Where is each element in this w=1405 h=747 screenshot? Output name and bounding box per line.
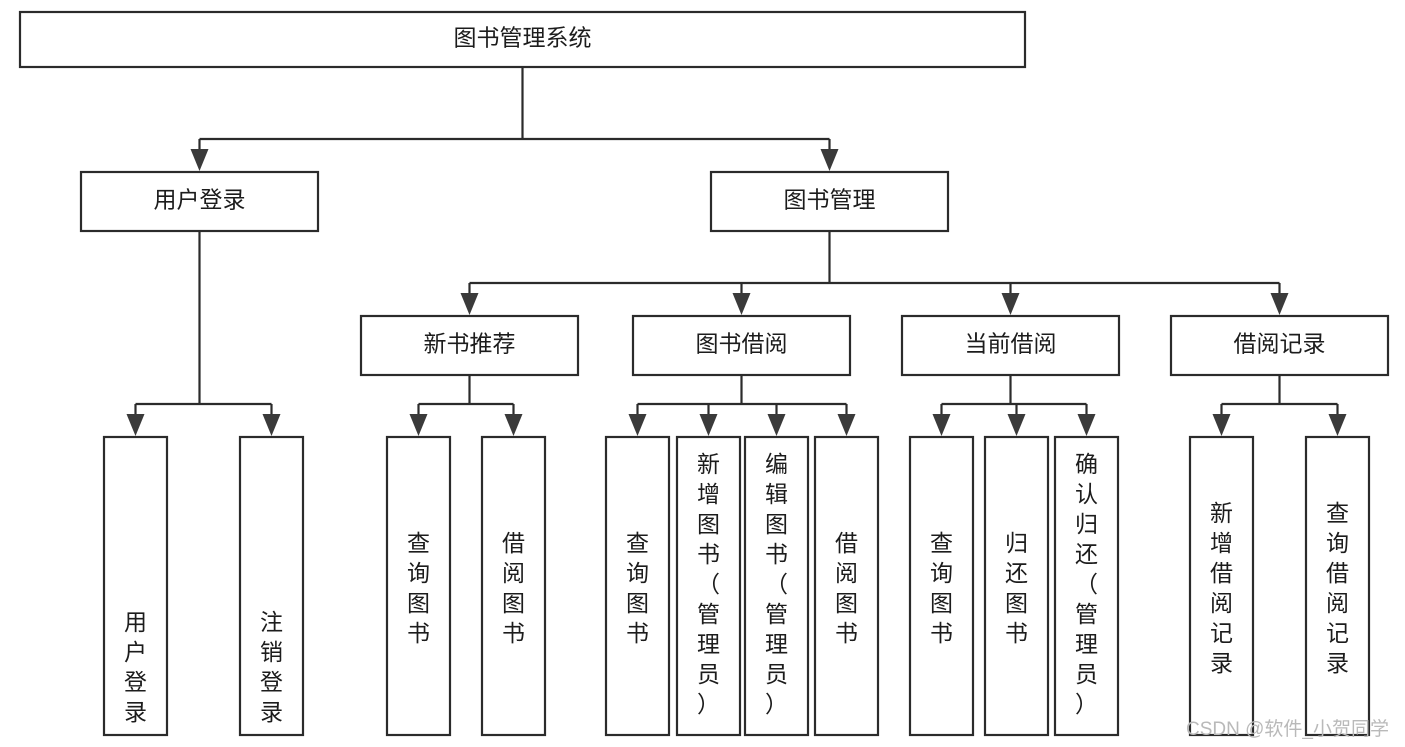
node-root[interactable]: 图书管理系统 xyxy=(18,10,1027,69)
node-label-leaf-borrow-book-recommend: 借阅图书 xyxy=(502,530,525,646)
node-label-leaf-borrow-book: 借阅图书 xyxy=(835,530,858,646)
node-box-user-login xyxy=(79,170,320,233)
node-book-borrow[interactable]: 图书借阅 xyxy=(631,314,852,377)
node-label-book-borrow: 图书借阅 xyxy=(696,331,788,357)
node-box-leaf-confirm-return-admin xyxy=(1053,435,1120,737)
node-box-leaf-borrow-book xyxy=(813,435,880,737)
node-box-leaf-edit-book-admin xyxy=(743,435,810,737)
node-label-leaf-add-book-admin: 新增图书（管理员） xyxy=(697,451,720,717)
node-box-leaf-logout-login xyxy=(238,435,305,737)
node-label-root: 图书管理系统 xyxy=(454,25,592,51)
node-leaf-query-borrow-record[interactable]: 查询借阅记录 xyxy=(1304,435,1371,737)
node-layer: 图书管理系统用户登录图书管理新书推荐图书借阅当前借阅借阅记录用户登录注销登录查询… xyxy=(18,10,1390,737)
node-new-book-recommend[interactable]: 新书推荐 xyxy=(359,314,580,377)
node-label-leaf-edit-book-admin: 编辑图书（管理员） xyxy=(765,451,788,717)
node-leaf-edit-book-admin[interactable]: 编辑图书（管理员） xyxy=(743,435,810,737)
node-box-book-management xyxy=(709,170,950,233)
node-borrow-record[interactable]: 借阅记录 xyxy=(1169,314,1390,377)
node-leaf-add-borrow-record[interactable]: 新增借阅记录 xyxy=(1188,435,1255,737)
node-box-leaf-add-borrow-record xyxy=(1188,435,1255,737)
node-leaf-confirm-return-admin[interactable]: 确认归还（管理员） xyxy=(1053,435,1120,737)
node-leaf-borrow-book-recommend[interactable]: 借阅图书 xyxy=(480,435,547,737)
node-label-leaf-confirm-return-admin: 确认归还（管理员） xyxy=(1075,451,1098,717)
node-box-leaf-query-book-borrow xyxy=(604,435,671,737)
node-leaf-borrow-book[interactable]: 借阅图书 xyxy=(813,435,880,737)
node-leaf-query-book-recommend[interactable]: 查询图书 xyxy=(385,435,452,737)
node-box-root xyxy=(18,10,1027,69)
node-label-borrow-record: 借阅记录 xyxy=(1234,331,1326,357)
node-box-leaf-return-book xyxy=(983,435,1050,737)
node-box-new-book-recommend xyxy=(359,314,580,377)
node-label-leaf-query-book-current: 查询图书 xyxy=(930,530,953,646)
node-box-leaf-borrow-book-recommend xyxy=(480,435,547,737)
node-label-leaf-user-login: 用户登录 xyxy=(124,609,147,725)
node-leaf-user-login[interactable]: 用户登录 xyxy=(102,435,169,737)
node-label-leaf-query-book-recommend: 查询图书 xyxy=(407,530,430,646)
node-box-leaf-query-book-recommend xyxy=(385,435,452,737)
node-leaf-logout-login[interactable]: 注销登录 xyxy=(238,435,305,737)
node-leaf-query-book-borrow[interactable]: 查询图书 xyxy=(604,435,671,737)
node-leaf-return-book[interactable]: 归还图书 xyxy=(983,435,1050,737)
node-label-leaf-return-book: 归还图书 xyxy=(1005,530,1028,646)
node-box-borrow-record xyxy=(1169,314,1390,377)
node-label-leaf-add-borrow-record: 新增借阅记录 xyxy=(1210,500,1233,676)
node-label-user-login: 用户登录 xyxy=(154,187,246,213)
node-box-leaf-query-book-current xyxy=(908,435,975,737)
node-leaf-query-book-current[interactable]: 查询图书 xyxy=(908,435,975,737)
node-leaf-add-book-admin[interactable]: 新增图书（管理员） xyxy=(675,435,742,737)
connector-layer xyxy=(126,67,1347,436)
node-label-book-management: 图书管理 xyxy=(784,187,876,213)
node-box-book-borrow xyxy=(631,314,852,377)
node-label-new-book-recommend: 新书推荐 xyxy=(424,331,516,357)
node-box-leaf-query-borrow-record xyxy=(1304,435,1371,737)
node-box-leaf-user-login xyxy=(102,435,169,737)
node-box-current-borrow xyxy=(900,314,1121,377)
node-user-login[interactable]: 用户登录 xyxy=(79,170,320,233)
node-label-leaf-logout-login: 注销登录 xyxy=(260,609,283,725)
node-label-leaf-query-book-borrow: 查询图书 xyxy=(626,530,649,646)
node-current-borrow[interactable]: 当前借阅 xyxy=(900,314,1121,377)
node-book-management[interactable]: 图书管理 xyxy=(709,170,950,233)
node-box-leaf-add-book-admin xyxy=(675,435,742,737)
node-label-current-borrow: 当前借阅 xyxy=(965,331,1057,357)
node-label-leaf-query-borrow-record: 查询借阅记录 xyxy=(1326,500,1349,676)
